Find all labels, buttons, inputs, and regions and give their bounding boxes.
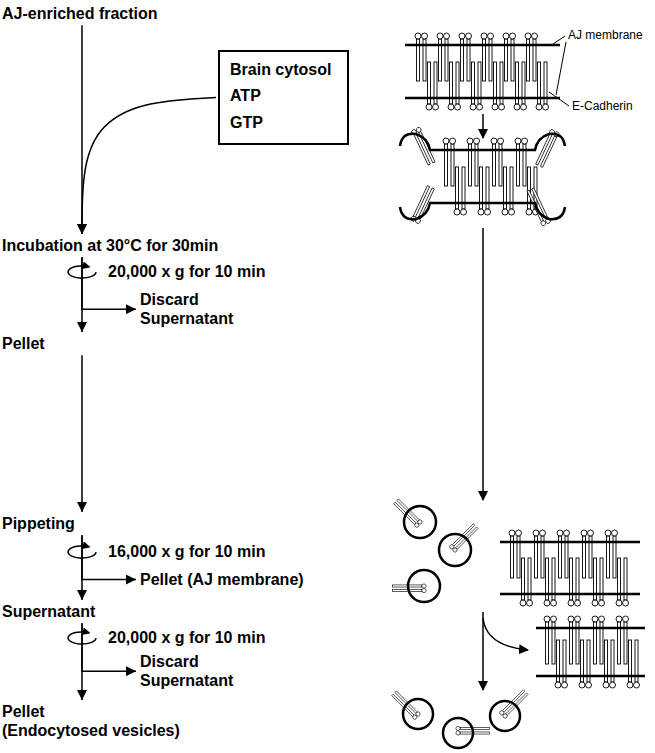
reagent-box: Brain cytosolATPGTP	[218, 50, 349, 145]
vesicle-illustration	[391, 689, 529, 748]
membrane-label: AJ membrane	[568, 28, 643, 42]
step-text: Supernatant	[2, 602, 95, 621]
step-text: ATP	[230, 83, 331, 109]
incubation-step: Incubation at 30°C for 30min	[2, 236, 218, 255]
pellet-output: Pellet(Endocytosed vesicles)	[2, 702, 180, 740]
vesicle-illustration	[393, 498, 479, 602]
discard-output: Discard Supernatant	[140, 652, 252, 690]
step-text: AJ-enriched fraction	[2, 4, 158, 23]
leader-line	[549, 36, 569, 106]
junction-illustration	[536, 616, 645, 688]
protein-label: E-Cadherin	[572, 99, 633, 113]
step-text: (Endocytosed vesicles)	[2, 721, 180, 740]
centrifugation-label: 16,000 x g for 10 min	[108, 542, 265, 561]
step-text: Incubation at 30°C for 30min	[2, 236, 218, 255]
pellet-output: Pellet (AJ membrane)	[140, 570, 304, 589]
step-text: GTP	[230, 110, 331, 136]
step-text: Discard Supernatant	[140, 290, 252, 328]
junction-illustration	[500, 530, 640, 606]
pellet-step: Pellet	[2, 334, 45, 353]
process-arrow	[482, 114, 484, 138]
step-text: Pellet	[2, 702, 180, 721]
step-text: Brain cytosol	[230, 57, 331, 83]
sample-step: AJ-enriched fraction	[2, 4, 158, 23]
process-arrow	[483, 618, 528, 650]
step-text: Pellet (AJ membrane)	[140, 570, 304, 589]
centrifugation-label: 20,000 x g for 10 min	[108, 628, 265, 647]
invagination-illustration	[400, 127, 565, 227]
supernatant-step: Supernatant	[2, 602, 95, 621]
step-text: Pippeting	[2, 514, 75, 533]
pipetting-step: Pippeting	[2, 514, 75, 533]
step-text: Discard Supernatant	[140, 652, 252, 690]
discard-output: Discard Supernatant	[140, 290, 252, 328]
flow-arrow	[82, 98, 216, 234]
flow-arrow	[81, 355, 83, 512]
junction-illustration	[405, 33, 560, 110]
step-text: Pellet	[2, 334, 45, 353]
centrifugation-label: 20,000 x g for 10 min	[108, 262, 265, 281]
process-arrow	[482, 228, 484, 500]
